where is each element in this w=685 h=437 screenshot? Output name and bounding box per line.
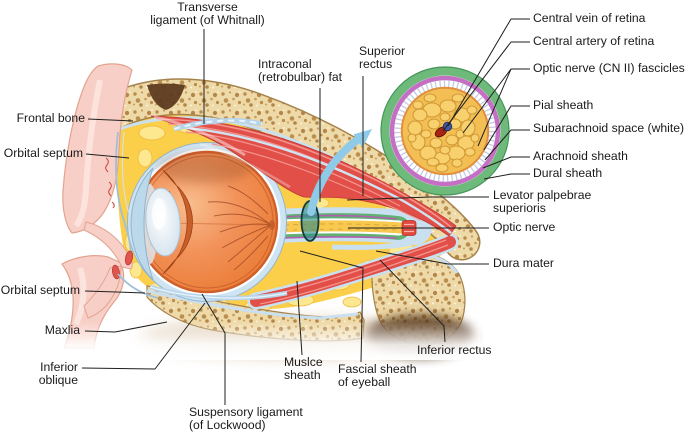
inset-arachnoid-ring (389, 75, 501, 187)
whitnall-ligament-graphic (173, 118, 263, 132)
label-frontal-bone: Frontal bone (16, 111, 85, 125)
label-subarachnoid-space: Subarachnoid space (white) (533, 121, 685, 135)
label-inferior-rectus: Inferior rectus (417, 343, 492, 357)
label-levator-palpebrae: Levator palpebrae superioris (493, 188, 592, 216)
suspensory-ligament-graphic (149, 284, 288, 301)
retinal-vessels (207, 185, 272, 271)
optic-nerve-inset (380, 66, 510, 196)
label-dura-mater: Dura mater (493, 256, 554, 270)
inset-subarachnoid-space (394, 80, 496, 182)
orbital-septum-line-upper (115, 131, 132, 259)
label-arachnoid-sheath: Arachnoid sheath (533, 149, 628, 163)
lens-highlight (152, 198, 166, 230)
ciliary-body (162, 169, 193, 275)
trochlear-notch (147, 83, 185, 110)
label-orbital-septum-upper: Orbital septum (3, 146, 83, 160)
label-pial-sheath: Pial sheath (533, 98, 594, 112)
label-muscle-sheath: Muslce sheath (284, 355, 323, 383)
cornea-graphic (130, 167, 154, 281)
leader-lines (81, 18, 530, 405)
optic-nerve-bundle (261, 207, 432, 250)
label-inferior-oblique: Inferior oblique (38, 360, 78, 388)
label-fascial-sheath: Fascial sheath of eyeball (338, 362, 417, 390)
label-transverse-ligament: Transverse ligament (of Whitnall) (150, 0, 265, 28)
label-maxilla: Maxlia (44, 323, 80, 337)
intermuscular-fascia (175, 125, 452, 234)
label-dural-sheath: Dural sheath (533, 166, 603, 180)
lid-vessels (105, 157, 115, 209)
label-optic-nerve-fascicles: Optic nerve (CN II) fascicles (533, 61, 685, 75)
label-superior-rectus: Superior rectus (359, 44, 406, 72)
label-suspensory-ligament: Suspensory ligament (of Lockwood) (189, 405, 303, 433)
label-central-vein: Central vein of retina (533, 11, 646, 25)
label-optic-nerve: Optic nerve (493, 220, 556, 234)
label-intraconal-fat: Intraconal (retrobulbar) fat (258, 57, 342, 85)
label-central-artery: Central artery of retina (533, 34, 655, 48)
inset-nerve-fascicles (407, 93, 480, 173)
bottom-fade (50, 322, 480, 360)
label-orbital-septum-lower: Orbital septum (0, 283, 80, 297)
orbital-septum-line-lower (117, 273, 159, 299)
tarsal-plate-lower (111, 264, 121, 280)
tarsal-plate-upper (124, 250, 134, 266)
